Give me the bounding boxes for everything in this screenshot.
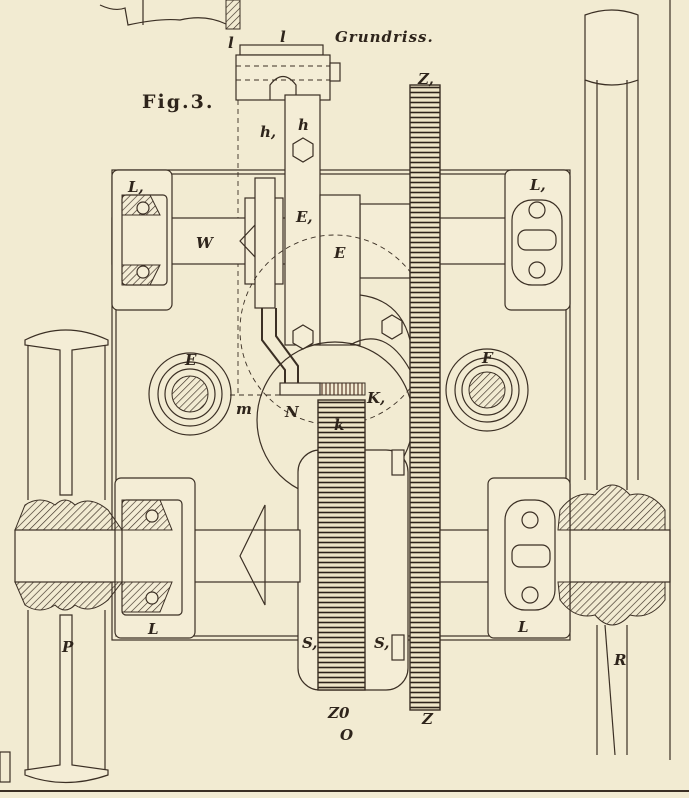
figure-subtitle: Grundriss. [335, 28, 434, 46]
label-s1-left: S, [302, 634, 318, 652]
pulley-r [557, 9, 666, 756]
label-z0: Z0 [327, 704, 350, 722]
figure-title: Fig.3. [142, 91, 214, 113]
label-l-bottom-left: L [147, 620, 159, 638]
label-l-top: l [280, 28, 286, 46]
bearing-lower-left [114, 477, 196, 639]
label-m: m [236, 400, 252, 418]
upper-fragment [99, 0, 241, 30]
bearing-lower-right [487, 477, 571, 639]
label-e1: E, [295, 208, 313, 226]
gear-z0 [297, 399, 409, 691]
label-o: O [340, 726, 353, 744]
label-h1: h, [260, 123, 276, 141]
label-n: N [284, 403, 300, 421]
label-l-left: l [228, 34, 234, 52]
pinion-k [279, 382, 366, 396]
label-f: F [481, 349, 494, 367]
connecting-rods [254, 94, 403, 385]
label-w: W [196, 234, 215, 252]
label-l1-left: L, [127, 178, 144, 196]
label-e-left: E [184, 351, 197, 369]
label-s1-right: S, [374, 634, 390, 652]
label-e-center: E [333, 244, 346, 262]
label-z1: Z, [417, 70, 434, 88]
label-z: Z [421, 710, 434, 728]
gear-z [409, 84, 441, 711]
label-k: k [334, 416, 344, 434]
label-h: h [298, 116, 309, 134]
label-l-bottom-right: L [517, 618, 529, 636]
eccentric-f [445, 348, 529, 432]
pulley-p [14, 329, 124, 784]
label-r: R [613, 651, 626, 669]
eccentric-e [148, 352, 232, 436]
corner-box [0, 751, 11, 783]
label-l1-right: L, [529, 176, 546, 194]
bearing-upper-right [504, 169, 571, 311]
bearing-upper-left [111, 169, 173, 311]
label-p: P [61, 638, 74, 656]
crosshead-bracket [235, 44, 341, 395]
label-k1: K, [366, 389, 385, 407]
